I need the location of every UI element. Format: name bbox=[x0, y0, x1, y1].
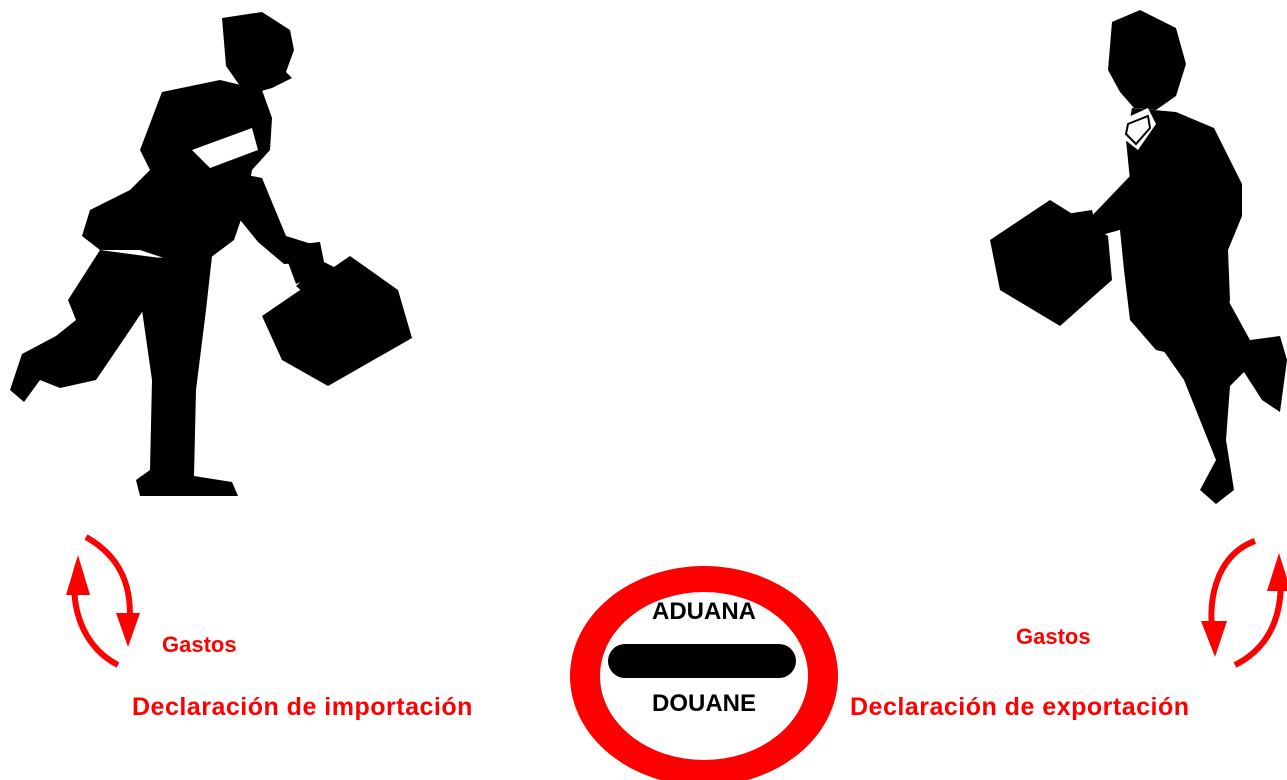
sign-label-aduana: ADUANA bbox=[652, 598, 756, 625]
cycle-arrows-icon bbox=[66, 534, 140, 668]
businessman-silhouette-icon bbox=[10, 12, 412, 496]
export-declaration-label: Declaración de exportación bbox=[850, 693, 1190, 721]
left-gastos-label: Gastos bbox=[162, 632, 237, 657]
businesswoman-silhouette-icon bbox=[990, 10, 1287, 504]
import-declaration-label: Declaración de importación bbox=[132, 693, 473, 721]
customs-sign-icon bbox=[570, 566, 838, 780]
right-gastos-label: Gastos bbox=[1016, 624, 1091, 649]
sign-label-douane: DOUANE bbox=[651, 690, 756, 717]
cycle-arrows-icon bbox=[1201, 538, 1287, 668]
